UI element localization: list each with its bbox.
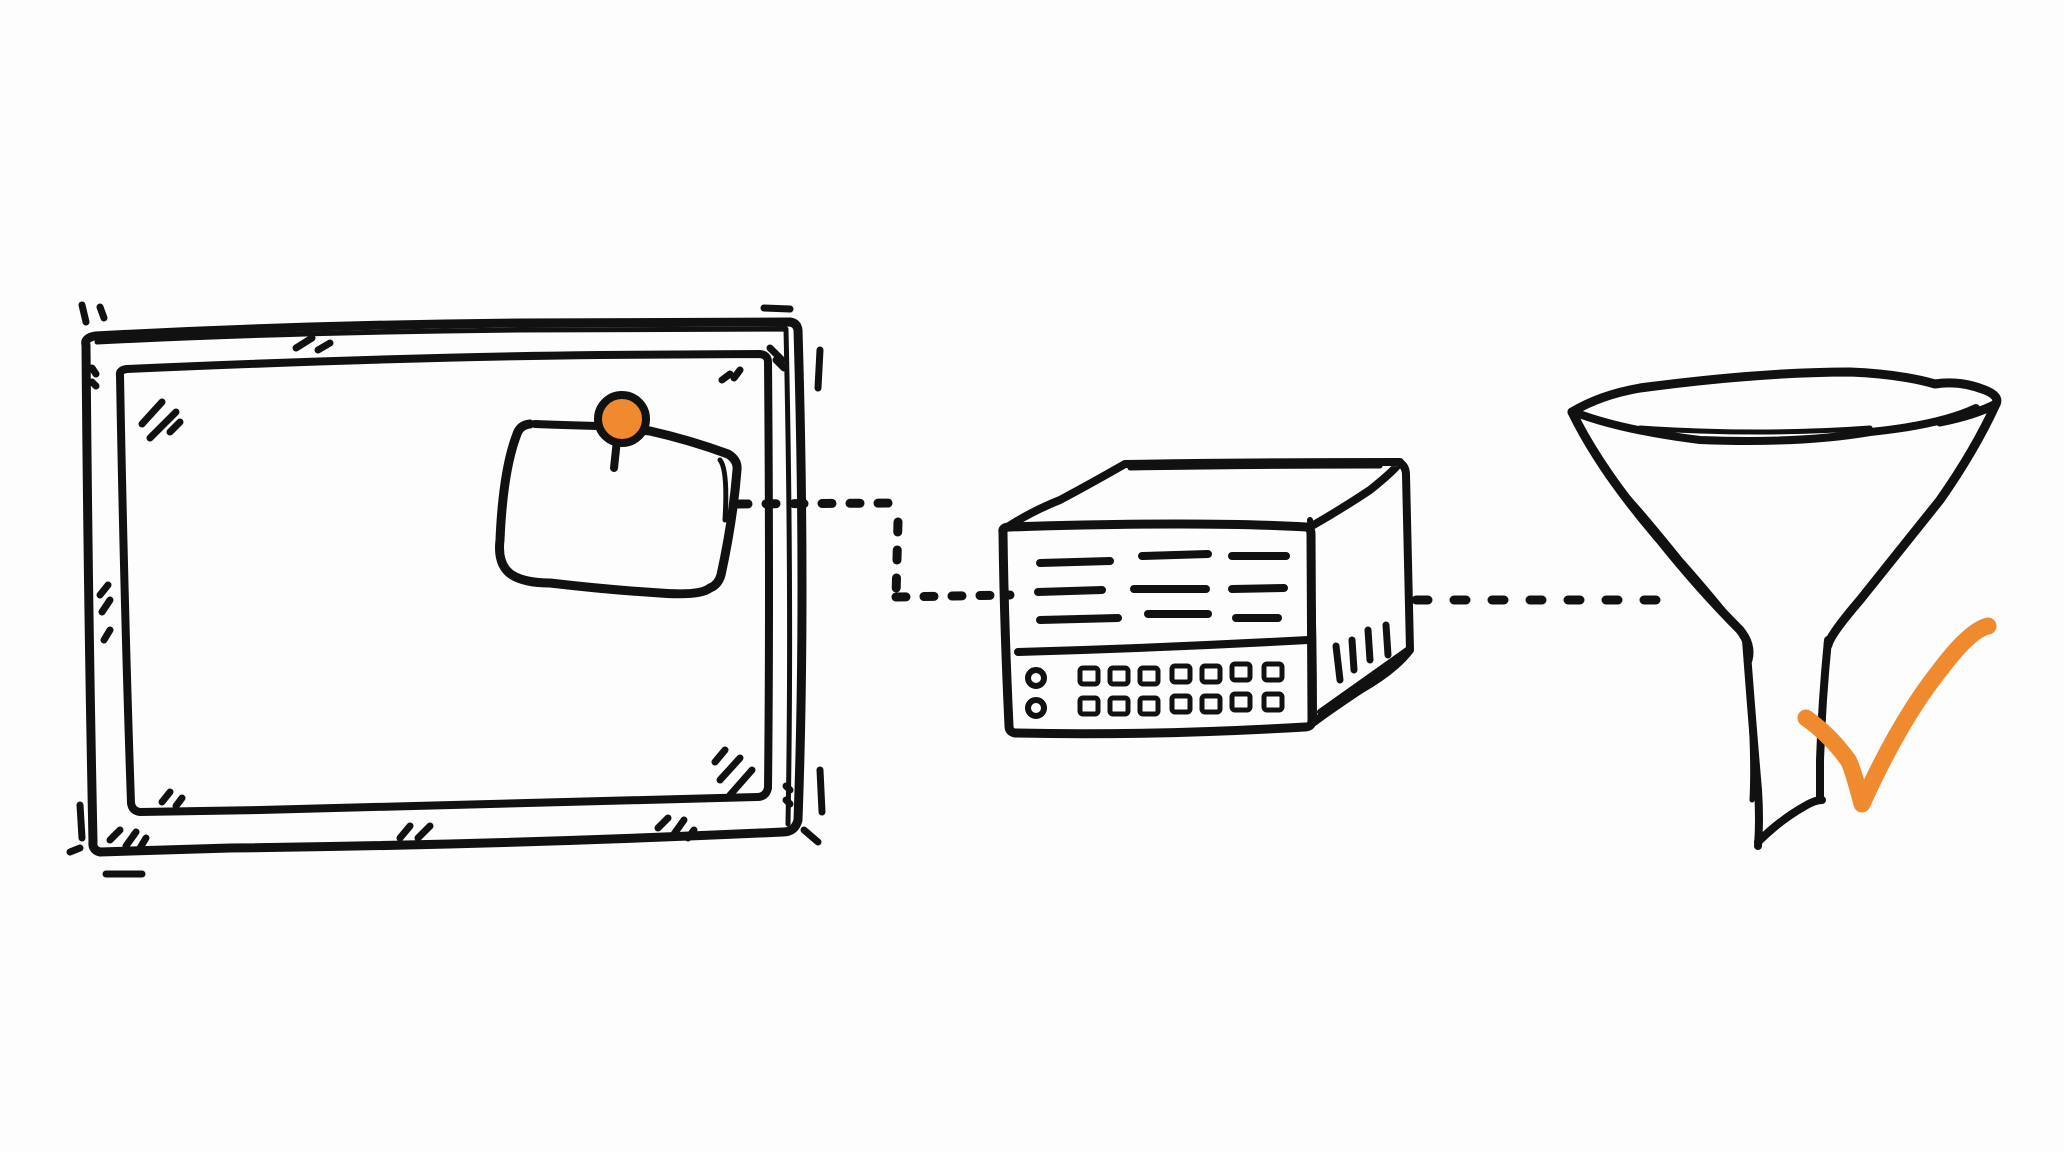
window-outer-frame bbox=[81, 317, 807, 857]
connector-1-horizontal-bottom bbox=[891, 590, 1015, 602]
funnel-cone-left-sketch bbox=[1605, 473, 1749, 643]
funnel-spout-right bbox=[1816, 636, 1832, 804]
funnel-spout-left bbox=[1742, 636, 1763, 850]
sketch-marks bbox=[66, 301, 826, 878]
funnel-spout-bottom bbox=[1754, 796, 1826, 846]
server-top-face-sketch bbox=[1127, 463, 1383, 471]
server-rack-icon bbox=[998, 458, 1414, 739]
pin-head bbox=[594, 391, 650, 447]
funnel-icon bbox=[1567, 367, 2002, 850]
window-inner-frame bbox=[115, 350, 773, 816]
server-side-face-inner bbox=[1307, 517, 1317, 723]
funnel-cone-right bbox=[1823, 399, 2001, 650]
server-front-face bbox=[998, 519, 1317, 739]
window-with-popup-icon bbox=[66, 301, 826, 878]
connector-window-to-server bbox=[733, 498, 1015, 602]
server-side-face bbox=[1310, 458, 1414, 726]
server-vent-lines bbox=[1034, 550, 1290, 624]
funnel-rim-front-sketch bbox=[1637, 425, 1873, 435]
popup-card-top bbox=[531, 420, 602, 430]
funnel-rim-front bbox=[1570, 404, 1980, 445]
connector-1-vertical bbox=[891, 517, 903, 601]
server-divider bbox=[1014, 636, 1312, 656]
server-top-face bbox=[1002, 458, 1404, 532]
server-side-detail bbox=[1317, 645, 1413, 715]
checkmark-icon bbox=[1797, 617, 1997, 813]
server-indicator-light-1 bbox=[1025, 667, 1047, 689]
popup-card bbox=[495, 419, 742, 599]
server-port-grid bbox=[1077, 661, 1285, 717]
funnel-spout-left-sketch bbox=[1747, 697, 1756, 803]
server-side-ridges bbox=[1332, 621, 1392, 684]
window-outer-frame-sketch bbox=[94, 326, 793, 827]
server-indicator-light-2 bbox=[1025, 697, 1047, 719]
connector-1-horizontal-top bbox=[733, 498, 903, 509]
popup-card-right-side bbox=[717, 457, 729, 523]
